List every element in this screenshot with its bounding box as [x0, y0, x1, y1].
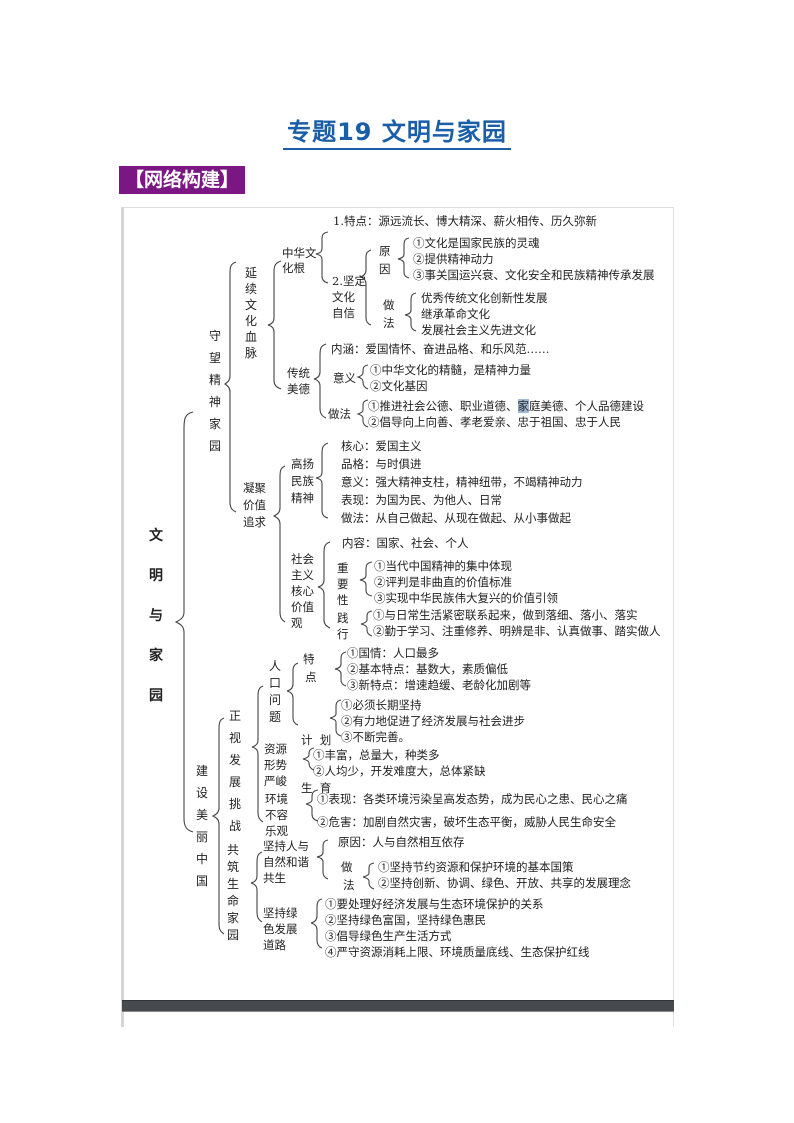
spirit-items: 核心：爱国主义 品格：与时俱进 意义：强大精神支柱，精神纽带，不竭精神动力 表现…	[341, 439, 583, 525]
node-huanjing: 环境 不容 乐观	[265, 792, 288, 838]
node-hexie: 坚持人与 自然和谐 共生	[263, 839, 309, 885]
practice-list: ①与日常生活紧密联系起来，做到落细、落小、落实 ②勤于学习、注重修养、明辨是非、…	[373, 608, 661, 638]
root-char: 园	[149, 688, 163, 704]
reasons-list: ①文化是国家民族的灵魂 ②提供精神动力 ③事关国运兴衰、文化安全和民族精神传承发…	[413, 236, 655, 282]
features-list: ①国情：人口最多 ②基本特点：基数大，素质偏低 ③新特点：增速趋缓、老龄化加剧等	[347, 646, 531, 692]
environment-list: ①表现：各类环境污染呈高发态势，成为民心之患、民心之痛 ②危害：加剧自然灾害，破…	[317, 792, 628, 829]
root-char: 与	[149, 608, 163, 624]
node-shehui: 社会 主义 核心 价值 观	[291, 552, 314, 630]
node-zhengshi: 正视发展挑战	[228, 709, 241, 833]
label-jihua: 计 划 生 育	[301, 733, 332, 795]
resource-list: ①丰富，总量大，种类多 ②人均少，开发难度大，总体紧缺	[313, 748, 486, 778]
node-yanxu: 延续文化血脉	[244, 266, 257, 360]
green-list: ①要处理好经济发展与生态环境保护的关系 ②坚持绿色富国，坚持绿色惠民 ③倡导绿色…	[325, 897, 590, 959]
node-ziyuan: 资源 形势 严峻	[264, 742, 287, 788]
root-char: 明	[149, 568, 163, 584]
root-char: 文	[149, 528, 163, 544]
mindmap-frame	[121, 207, 674, 1028]
label-yiyi: 意义	[333, 371, 356, 385]
node-gongzhu: 共筑生命家园	[226, 843, 239, 942]
page-title-text: 专题19 文明与家园	[283, 112, 511, 150]
harmony-methods: ①坚持节约资源和保护环境的基本国策 ②坚持创新、协调、绿色、开放、共享的发展理念	[378, 860, 631, 890]
importance-list: ①当代中国精神的集中体现 ②评判是非曲直的价值标准 ③实现中华民族伟大复兴的价值…	[374, 559, 558, 605]
label-zuofa3: 做 法	[341, 860, 355, 892]
node-renkou: 人口问题	[268, 659, 281, 724]
page-title: 专题19 文明与家园	[0, 112, 794, 150]
node-ningju: 凝聚 价值 追求	[243, 481, 266, 529]
methods-list: 优秀传统文化创新性发展 继承革命文化 发展社会主义先进文化	[421, 291, 548, 337]
label-yuanyin: 原 因	[379, 244, 391, 276]
meanings-list: ①中华文化的精髓，是精神力量 ②文化基因	[370, 363, 531, 393]
text-highlight: 家	[517, 399, 529, 413]
node-lvse: 坚持绿 色发展 道路	[263, 906, 298, 952]
label-tedian: 特 点	[303, 652, 317, 684]
plan-list: ①必须长期坚持 ②有力地促进了经济发展与社会进步 ③不断完善。	[341, 698, 525, 744]
node-gaoyang: 高扬 民族 精神	[291, 457, 314, 505]
node-feature: 1.特点：源远流长、博大精深、薪火相传、历久弥新	[333, 214, 597, 228]
label-zhongyao: 重 要 性	[337, 561, 349, 607]
node-connotation: 内涵：爱国情怀、奋进品格、和乐风范……	[331, 342, 550, 356]
label-zuofa: 做 法	[383, 298, 395, 330]
frame-left-border	[121, 207, 124, 1027]
branch-shouwang: 守望精神家园	[208, 329, 221, 453]
values-content: 内容：国家、社会、个人	[342, 536, 469, 550]
node-jianding: 2.坚定 文化 自信	[332, 274, 366, 320]
frame-bottom-bar	[122, 1000, 674, 1012]
virtue-methods: ①推进社会公德、职业道德、家庭美德、个人品德建设 ②倡导向上向善、孝老爱亲、忠于…	[368, 399, 644, 429]
label-zuofa2: 做法	[328, 407, 351, 421]
node-zhonghua: 中华文 化根	[282, 246, 317, 275]
branch-jianshe: 建设美丽中国	[195, 764, 208, 888]
root-char: 家	[149, 648, 163, 664]
frame-right-border	[673, 207, 674, 1027]
node-chuantong: 传统 美德	[287, 366, 310, 396]
label-jianxing: 践 行	[337, 611, 349, 641]
root-node: 文 明 与 家 园	[147, 516, 165, 716]
harmony-reason: 原因：人与自然相互依存	[338, 835, 465, 849]
section-tag: 【网络构建】	[119, 166, 246, 194]
